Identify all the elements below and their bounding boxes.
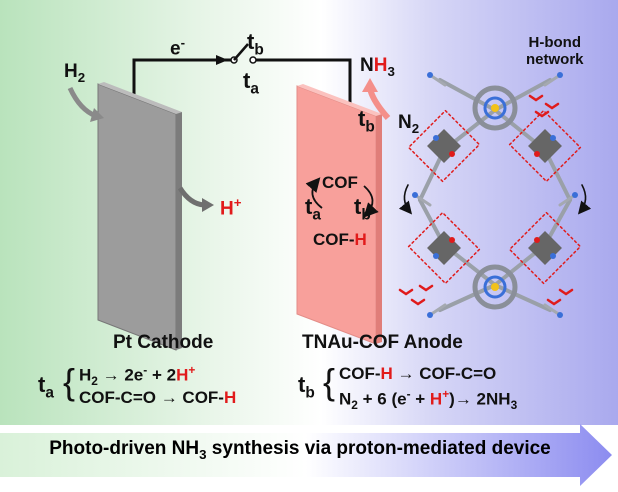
electron-label: e- [170, 35, 186, 60]
cathode-plate [97, 83, 177, 351]
anode-tb-label: tb [358, 106, 375, 136]
cathode-name: Pt Cathode [113, 332, 214, 353]
cycle-arrow-right [363, 185, 379, 218]
eq-left-t: ta [38, 372, 54, 402]
hplus-arrow [177, 186, 205, 208]
switch-tb-label: tb [247, 29, 264, 59]
eq-right-brace: { [323, 361, 336, 402]
switch-lever [233, 43, 249, 61]
banner-caption: Photo-driven NH3 synthesis via proton-me… [49, 438, 551, 462]
hplus-arrowhead [202, 198, 214, 212]
circuit-wire-left [132, 58, 232, 105]
cycle-cof-label: COF [322, 173, 358, 192]
h2-arrowhead [90, 108, 104, 122]
anode-top [297, 84, 382, 116]
water-molecules [398, 94, 574, 306]
h2-label: H2 [64, 61, 86, 85]
nh3-arrowhead [362, 78, 378, 92]
cycle-arrow-left [305, 177, 323, 209]
anode-name: TNAu-COF Anode [302, 332, 463, 353]
hplus-label: H+ [220, 195, 242, 220]
anode-side [376, 114, 382, 344]
switch-ta-label: ta [243, 68, 259, 98]
n2-label: N2 [398, 112, 420, 136]
cathode-side [176, 112, 182, 350]
eq-left-brace: { [63, 361, 76, 402]
nh3-label: NH3 [360, 55, 395, 79]
eq-right-t: tb [298, 372, 315, 402]
eq-right-line1: COF-H → COF-C=O [339, 364, 497, 383]
eq-left-line1: H2 → 2e- + 2H+ [79, 363, 196, 389]
porphyrin-top [472, 85, 518, 131]
diimide-right-top [508, 109, 582, 183]
cycle-ta-label: ta [305, 194, 321, 224]
electron-arrow [216, 55, 228, 65]
eq-left-line2: COF-C=O → COF-H [79, 388, 237, 407]
diimide-left-top [407, 109, 481, 183]
switch-contact-right [249, 56, 257, 64]
diimide-left-bottom [407, 211, 481, 285]
cycle-cofh-label: COF-H [313, 230, 367, 249]
diimide-right-bottom [508, 211, 582, 285]
eq-right-line2: N2 + 6 (e- + H+)→ 2NH3 [339, 387, 518, 413]
banner-arrow [0, 424, 612, 486]
cof-network [398, 72, 592, 318]
cycle-tb-label: tb [354, 194, 371, 224]
porphyrin-bottom [472, 264, 518, 310]
circuit-wire-right [254, 58, 352, 105]
cathode-top [98, 82, 182, 114]
